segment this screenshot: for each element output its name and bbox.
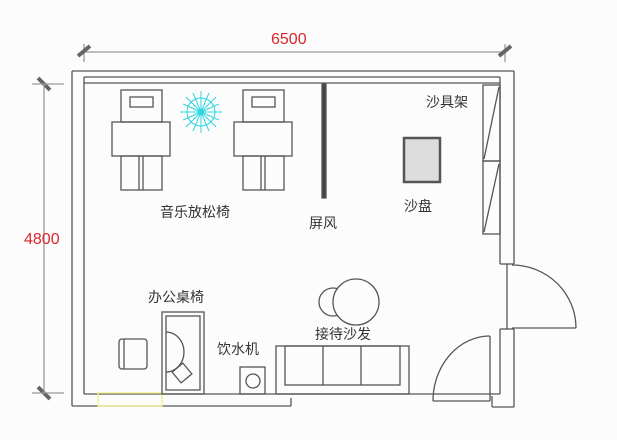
label-reception-sofa: 接待沙发	[315, 327, 371, 343]
walls	[71, 70, 515, 408]
dimension-left	[32, 83, 64, 394]
label-screen: 屏风	[309, 216, 337, 232]
guest-chair	[118, 338, 148, 370]
office-desk	[161, 311, 205, 395]
door-bottom	[432, 335, 491, 402]
label-relax-chairs: 音乐放松椅	[160, 205, 230, 221]
sand-tray	[402, 136, 442, 184]
plant-icon	[180, 91, 222, 133]
window-highlight	[97, 392, 163, 407]
relax-chair-left	[111, 89, 171, 191]
sand-shelf	[482, 84, 501, 235]
folding-screen	[321, 83, 327, 199]
label-sand-tray: 沙盘	[404, 199, 432, 215]
height-dimension: 4800	[24, 231, 60, 248]
water-dispenser	[239, 366, 266, 395]
reception-sofa	[275, 345, 410, 395]
label-office-desk-chair: 办公桌椅	[148, 290, 204, 306]
label-sand-shelf: 沙具架	[426, 95, 468, 111]
label-water-dispenser: 饮水机	[217, 342, 259, 358]
door-right	[511, 264, 577, 329]
relax-chair-right	[233, 89, 293, 191]
width-dimension: 6500	[271, 31, 307, 48]
